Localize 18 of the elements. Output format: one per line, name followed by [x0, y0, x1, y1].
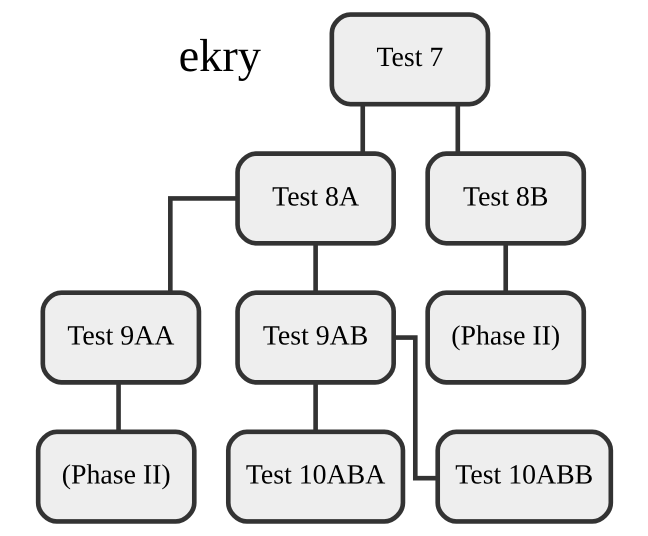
node-box: (Phase II) [424, 290, 586, 385]
node-box: (Phase II) [35, 430, 196, 524]
connector [393, 335, 437, 481]
label: ekry [178, 30, 260, 82]
connector [312, 244, 318, 292]
connector [502, 244, 508, 292]
node-box: Test 10ABB [434, 430, 613, 524]
node-box: Test 9AB [234, 290, 396, 385]
connector [454, 104, 460, 154]
node-box: Test 7 [329, 12, 490, 106]
connector [360, 104, 365, 154]
connector [312, 383, 318, 432]
connector [116, 383, 120, 432]
connector [168, 196, 237, 292]
node-box: Test 9AA [40, 290, 201, 385]
node-box: Test 10ABA [225, 430, 405, 524]
node-box: Test 8A [234, 151, 396, 246]
node-box: Test 8B [424, 151, 586, 246]
